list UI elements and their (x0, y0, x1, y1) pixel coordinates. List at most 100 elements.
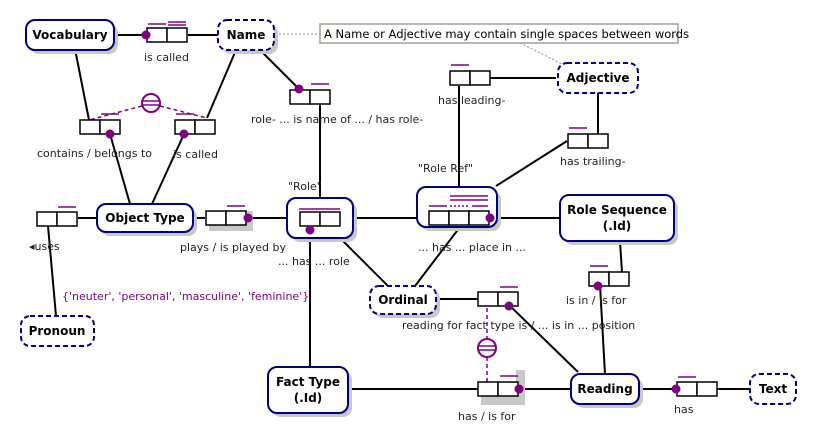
fact-uses-pronoun[interactable] (36, 206, 78, 227)
fact-has-leading[interactable] (449, 64, 491, 86)
connector (109, 133, 131, 205)
entity-fact-type[interactable]: Fact Type (.Id) (267, 366, 352, 417)
fact-vocabulary-contains[interactable] (79, 113, 121, 139)
entity-label: "Role" (288, 180, 322, 193)
fact-label: has leading- (438, 94, 505, 107)
objectified-role-ref[interactable] (416, 186, 501, 231)
mandatory-dot (514, 384, 524, 394)
role-box[interactable] (225, 210, 247, 226)
fact-label: is called (144, 51, 189, 64)
mandatory-dot (105, 129, 115, 139)
mandatory-dot (141, 30, 151, 40)
entity-label: Name (227, 28, 266, 42)
connector (151, 133, 185, 205)
role-box[interactable] (567, 133, 589, 149)
role-box[interactable] (608, 271, 630, 287)
objectified-role[interactable] (286, 197, 357, 242)
role-box[interactable] (194, 119, 216, 135)
connector (47, 225, 57, 317)
role-box[interactable] (428, 210, 450, 226)
fact-label: plays / is played by (180, 241, 287, 254)
entity-role-sequence[interactable]: Role Sequence (.Id) (559, 194, 678, 245)
entity-label: Ordinal (378, 293, 428, 307)
mandatory-dot (294, 84, 304, 94)
entity-label: Role Sequence (567, 203, 667, 217)
entity-label: Pronoun (29, 324, 86, 338)
entity-label: (.Id) (294, 391, 323, 405)
connectors (47, 34, 750, 390)
note-box[interactable] (319, 23, 679, 44)
connector (508, 304, 579, 373)
entity-ordinal[interactable]: Ordinal (369, 285, 440, 318)
note-link (519, 42, 563, 65)
fact-object-type-is-called[interactable] (174, 113, 216, 139)
entity-label: Vocabulary (32, 28, 107, 42)
fact-reading-has-text[interactable] (671, 376, 718, 397)
entity-pronoun[interactable]: Pronoun (20, 315, 95, 347)
entity-vocabulary[interactable]: Vocabulary (25, 19, 118, 54)
equality-constraint-icon[interactable] (141, 93, 161, 113)
role-box[interactable] (36, 211, 58, 227)
role-box[interactable] (696, 381, 718, 397)
constraint-link (88, 105, 143, 121)
connector (206, 49, 237, 119)
fact-is-in-role-sequence[interactable] (588, 265, 630, 291)
connector (74, 48, 90, 121)
role-box[interactable] (477, 291, 499, 307)
fact-has-is-for[interactable] (477, 370, 525, 405)
mandatory-dot (593, 281, 603, 291)
connector (414, 226, 461, 287)
role-box[interactable] (587, 133, 609, 149)
entity-adjective[interactable]: Adjective (557, 62, 639, 94)
role-box[interactable] (205, 210, 227, 226)
entity-label: Object Type (105, 211, 184, 225)
fact-has-trailing[interactable] (567, 127, 609, 149)
role-box[interactable] (319, 211, 341, 227)
entity-label: Text (759, 382, 787, 396)
connector (619, 241, 623, 273)
role-box[interactable] (309, 89, 331, 105)
entity-label: Fact Type (276, 375, 340, 389)
mandatory-dot (671, 384, 681, 394)
fact-label: has trailing- (560, 155, 626, 168)
entity-reading[interactable]: Reading (570, 373, 643, 408)
value-constraint: {'neuter', 'personal', 'masculine', 'fem… (62, 290, 309, 303)
mandatory-dot (504, 301, 514, 311)
fact-label: is called (173, 148, 218, 161)
fact-reading-position[interactable] (477, 286, 519, 311)
fact-label: has (674, 403, 694, 416)
role-box[interactable] (469, 70, 491, 86)
role-box[interactable] (166, 27, 188, 43)
fact-label: reading for fact type is / ... is in ...… (402, 319, 635, 332)
note: A Name or Adjective may contain single s… (275, 23, 689, 65)
role-box[interactable] (448, 210, 470, 226)
connector (259, 49, 299, 89)
entity-text[interactable]: Text (749, 373, 797, 405)
role-box[interactable] (477, 381, 499, 397)
fact-label: ... has ... place in ... (418, 241, 526, 254)
mandatory-dot (243, 213, 253, 223)
entity-label: Adjective (566, 71, 629, 85)
fact-name-role[interactable] (289, 83, 331, 105)
mandatory-dot (305, 225, 315, 235)
equality-constraint-icon[interactable] (477, 338, 497, 358)
fact-label: role- ... is name of ... / has role- (251, 113, 423, 126)
connector (599, 284, 606, 375)
fact-label: ◂uses (29, 240, 60, 253)
role-box[interactable] (299, 211, 321, 227)
fact-label: is in / is for (566, 294, 627, 307)
entity-label: (.Id) (603, 219, 632, 233)
fact-label: contains / belongs to (37, 147, 152, 160)
entity-name[interactable]: Name (217, 19, 278, 54)
entity-object-type[interactable]: Object Type (96, 203, 197, 236)
role-box[interactable] (449, 70, 471, 86)
role-box[interactable] (56, 211, 78, 227)
mandatory-dot (179, 129, 189, 139)
fact-label: ... has ... role (278, 255, 350, 268)
fact-vocabulary-is-called[interactable] (141, 21, 188, 43)
role-box[interactable] (79, 119, 101, 135)
external-constraints (88, 93, 497, 395)
fact-plays[interactable] (205, 205, 253, 231)
mandatory-dot (485, 213, 495, 223)
